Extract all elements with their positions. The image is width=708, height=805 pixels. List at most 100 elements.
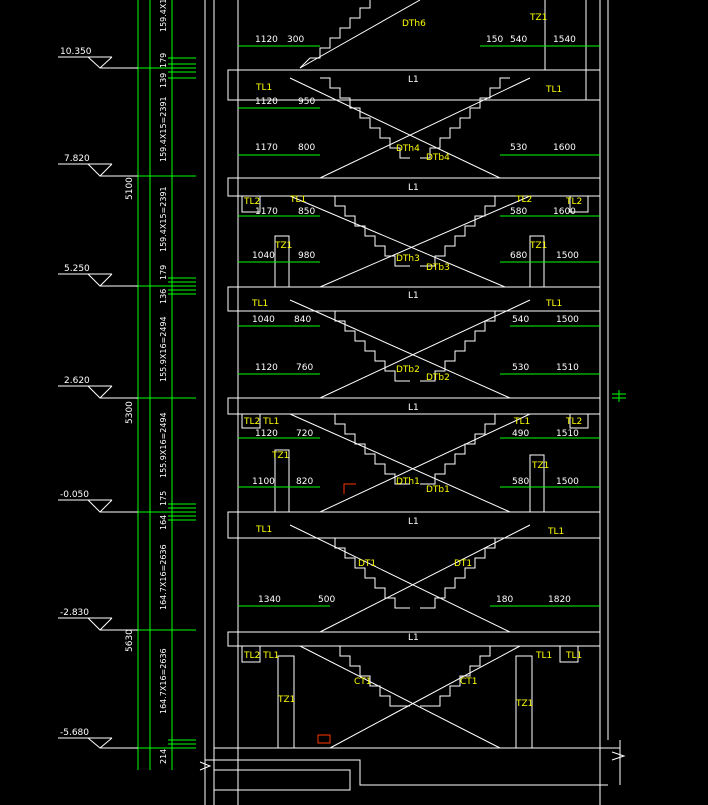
elevation-label: 5.250: [64, 264, 90, 274]
beam-left-label: TL2 TL1: [243, 417, 279, 427]
elevation-label: -2.830: [60, 608, 89, 618]
landing-dimension-texts: 1120 300 150 540 1540 1120 950 1170 800 …: [252, 35, 579, 605]
column-label: TZ1: [515, 699, 533, 709]
column-labels: TZ1 TZ1 TZ1 TZ1 TZ1 TZ1 TZ1: [271, 13, 549, 709]
rise-label: 164.7X16=2636: [159, 648, 168, 714]
rise-labels: 159.4X15 179 139 159.4X15=2391 159.4X15=…: [159, 0, 168, 764]
side-beam-labels: TL1 TL2 TL1 TL1 TL2 TL1 TL1 TL2 TL1 TL1 …: [243, 83, 582, 661]
elevation-label: 10.350: [60, 47, 92, 57]
landing-dim: 580: [512, 477, 529, 487]
flight-label: DTb3: [426, 263, 450, 273]
rise-label: 159.4X15=2391: [159, 186, 168, 252]
vertical-total-dims: 5100 5300 5630: [125, 177, 135, 652]
landing-dim: 150: [486, 35, 503, 45]
landing-dim: 1540: [553, 35, 576, 45]
rise-label: 159.4X15=2391: [159, 96, 168, 162]
landing-dim: 580: [510, 207, 527, 217]
flight-label: DT1: [454, 559, 472, 569]
beam-left-label: TL2: [243, 197, 260, 207]
rise-label: 179: [159, 53, 168, 68]
beam-left-label: TL1: [289, 195, 306, 205]
landing-dim: 1040: [252, 315, 275, 325]
rise-label: 136: [159, 289, 168, 304]
rise-label: 214: [159, 749, 168, 764]
flight-label: DT1: [358, 559, 376, 569]
beam-label: L1: [408, 517, 419, 527]
flight-label: DTb4: [426, 153, 450, 163]
beam-right-label: TL1: [565, 651, 582, 661]
landing-dim: 1120: [255, 97, 278, 107]
landing-dim: 500: [318, 595, 335, 605]
beam-label: L1: [408, 633, 419, 643]
landing-dim: 1510: [556, 429, 579, 439]
column-label: TZ1: [274, 241, 292, 251]
landing-dim: 1170: [255, 143, 278, 153]
beam-label: L1: [408, 75, 419, 85]
landing-slabs: [227, 69, 601, 647]
landing-dim: 530: [510, 143, 527, 153]
rise-label: 164: [159, 515, 168, 530]
section-marker: [612, 390, 626, 402]
beam-right-label: TL1: [547, 527, 564, 537]
beam-right-label: TL1: [513, 417, 530, 427]
landing-dim: 850: [298, 207, 315, 217]
flight-label: DTh3: [396, 254, 420, 264]
landing-dim: 1170: [255, 207, 278, 217]
beam-right-mid-label: TL2: [565, 197, 582, 207]
flight-label: CT1: [354, 677, 372, 687]
rise-label: 159.4X15: [159, 0, 168, 32]
rise-label: 179: [159, 265, 168, 280]
landing-dim: 1040: [252, 251, 275, 261]
beam-right-label: TL1: [535, 651, 552, 661]
column-label: TZ1: [271, 451, 289, 461]
landing-dim: 1100: [252, 477, 275, 487]
flight-labels: DTh6 DTh4 DTb4 DTh3 DTb3 DTb2 DTb2 DTh1 …: [354, 19, 478, 687]
flight-label: DTh1: [396, 477, 420, 487]
landing-dim: 490: [512, 429, 529, 439]
flight-label: DTh4: [396, 144, 420, 154]
beam-right-label: TL2: [515, 195, 532, 205]
landing-dim: 980: [298, 251, 315, 261]
elevation-label: 2.620: [64, 376, 90, 386]
beam-right-label: TL1: [545, 299, 562, 309]
elevation-label: -0.050: [60, 490, 89, 500]
landing-dim: 840: [294, 315, 311, 325]
landing-dim: 1120: [255, 429, 278, 439]
beam-right-label: TL1: [545, 85, 562, 95]
landing-dim: 1500: [556, 315, 579, 325]
wall-lines: [204, 0, 609, 805]
landing-dim: 1120: [255, 35, 278, 45]
flight-label: DTb2: [396, 365, 420, 375]
landing-dimension-lines: [238, 45, 600, 607]
landing-dim: 760: [296, 363, 313, 373]
beam-left-label: TL1: [251, 299, 268, 309]
flight-label: DTb2: [426, 373, 450, 383]
flight-label: DTb1: [426, 485, 450, 495]
flight-label: CT1: [460, 677, 478, 687]
beam-label: L1: [408, 403, 419, 413]
elevation-label: 7.820: [64, 154, 90, 164]
column-label: TZ1: [529, 241, 547, 251]
beam-labels: L1 L1 L1 L1 L1 L1: [408, 75, 419, 643]
elevation-markers: [58, 56, 138, 749]
ground-base: [199, 740, 626, 791]
landing-dim: 1500: [556, 477, 579, 487]
beam-left-label: TL1: [255, 525, 272, 535]
column-label: TZ1: [531, 461, 549, 471]
landing-dim: 540: [510, 35, 527, 45]
landing-dim: 1600: [553, 143, 576, 153]
landing-dim: 800: [298, 143, 315, 153]
column-label: TZ1: [529, 13, 547, 23]
beam-left-label: TL1: [255, 83, 272, 93]
landing-dim: 1340: [258, 595, 281, 605]
total-dimension: 5300: [125, 401, 135, 424]
elevation-labels: 10.350 7.820 5.250 2.620 -0.050 -2.830 -…: [60, 47, 92, 738]
landing-dim: 1510: [556, 363, 579, 373]
landing-dim: 680: [510, 251, 527, 261]
rise-label: 155.9X16=2494: [159, 316, 168, 382]
landing-dim: 820: [296, 477, 313, 487]
landing-dim: 540: [512, 315, 529, 325]
landing-dim: 1600: [553, 207, 576, 217]
total-dimension: 5630: [125, 629, 135, 652]
